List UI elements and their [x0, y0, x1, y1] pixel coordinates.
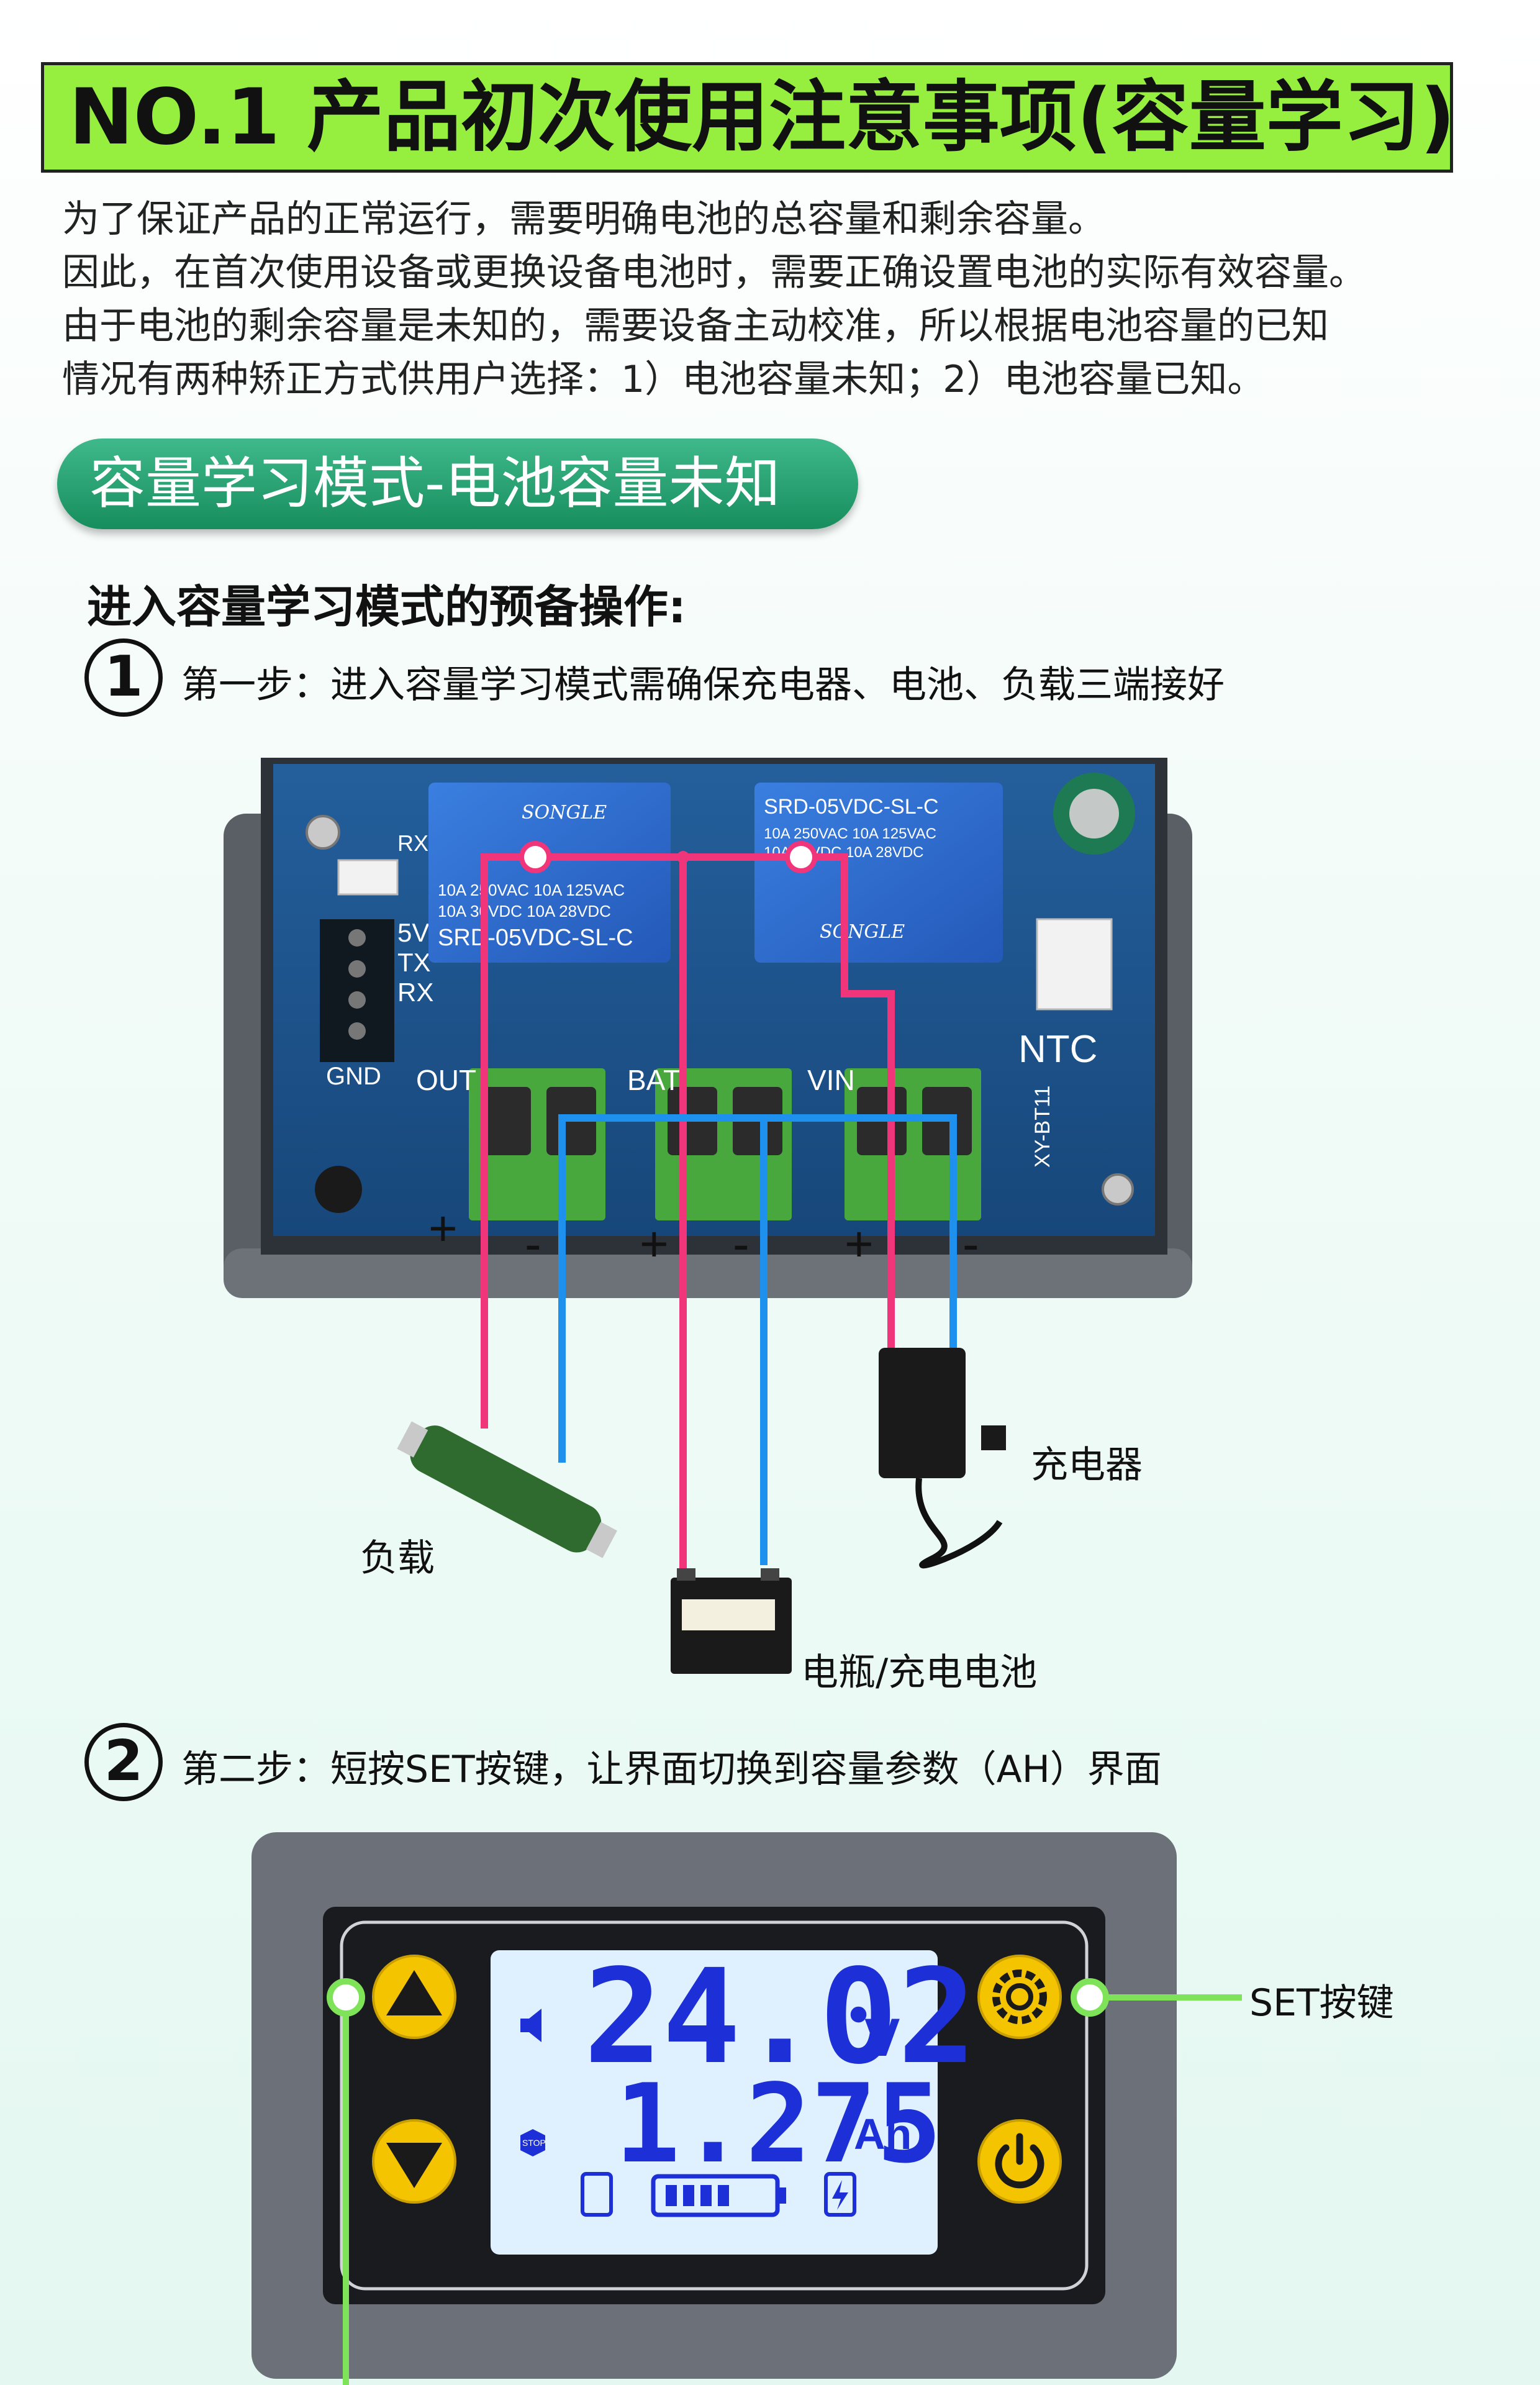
- step-2-number-badge: 2: [84, 1723, 163, 1801]
- relay-1-brand: SONGLE: [522, 802, 607, 824]
- negative-wires: [558, 1114, 957, 1565]
- relay-1: [428, 783, 671, 963]
- screw-icon: [1102, 1173, 1134, 1206]
- polarity-mark: -: [733, 1216, 750, 1271]
- ntc-connector: [1036, 918, 1113, 1011]
- stop-text: STOP: [522, 2138, 546, 2148]
- load-resistor-icon: [397, 1421, 617, 1558]
- power-button[interactable]: [977, 2119, 1062, 2204]
- set-key-label: SET按键: [1249, 1981, 1394, 2025]
- screw-icon: [306, 815, 340, 850]
- terminal-bat-label: BAT: [627, 1064, 681, 1096]
- gear-icon: [992, 1969, 1047, 2024]
- lcd-voltage-value: 24.02: [584, 1941, 976, 2093]
- section-header-banner: NO.1 产品初次使用注意事项(容量学习): [41, 62, 1456, 173]
- pin-label-tx: TX: [397, 948, 431, 977]
- polarity-mark: +: [428, 1201, 458, 1256]
- terminal-vin: [845, 1068, 981, 1220]
- lcd-voltage-unit: V: [864, 2008, 900, 2068]
- speaker-icon: [520, 2009, 541, 2042]
- relay-1-rating-a: 10A 250VAC 10A 125VAC: [438, 881, 625, 899]
- intro-line: 因此，在首次使用设备或更换设备电池时，需要正确设置电池的实际有效容量。: [62, 251, 1366, 294]
- pin-label-gnd: GND: [326, 1063, 381, 1090]
- lcd-capacity-value: 1.275: [615, 2061, 942, 2187]
- device-front-panel: 24.02 V 1.275 Ah STOP: [251, 1832, 1242, 2385]
- buzzer-icon: [315, 1166, 362, 1213]
- polarity-mark: -: [962, 1216, 979, 1271]
- relay-2-rating-a: 10A 250VAC 10A 125VAC: [764, 825, 936, 842]
- relay-1-rating-b: 10A 30VDC 10A 28VDC: [438, 902, 611, 920]
- polarity-mark: +: [640, 1216, 669, 1271]
- callout-dot-left: [327, 1978, 365, 2017]
- charger-icon: [879, 1348, 1006, 1569]
- relay-2: [754, 783, 1003, 963]
- load-label: 负载: [360, 1537, 435, 1580]
- stop-icon: [520, 2129, 545, 2156]
- pin-label-5v: 5V: [397, 918, 429, 947]
- terminal-out: [469, 1068, 605, 1220]
- charge-status-icon: [824, 2172, 856, 2217]
- mode-section-title: 容量学习模式-电池容量未知: [89, 451, 781, 516]
- terminal-out-label: OUT: [416, 1064, 476, 1096]
- relay-1-model: SRD-05VDC-SL-C: [438, 925, 633, 951]
- wiring-diagram: 5V TX RX GND RX SONGLE 10A 250VAC 10A 12…: [224, 758, 1192, 1674]
- step-2-text: 第二步：短按SET按键，让界面切换到容量参数（AH）界面: [181, 1748, 1162, 1791]
- lcd-capacity-unit: Ah: [854, 2110, 912, 2158]
- terminal-vin-label: VIN: [807, 1064, 855, 1096]
- ntc-label: NTC: [1018, 1028, 1097, 1071]
- down-button[interactable]: [372, 2119, 456, 2204]
- set-button[interactable]: [977, 1955, 1062, 2039]
- polarity-mark: +: [845, 1216, 874, 1271]
- relay-2-brand: SONGLE: [820, 921, 905, 943]
- step-1-text: 第一步：进入容量学习模式需确保充电器、电池、负载三端接好: [181, 663, 1225, 707]
- relay-2-model: SRD-05VDC-SL-C: [764, 795, 939, 819]
- model-label: XY-BT11: [1031, 1086, 1054, 1168]
- intro-line: 情况有两种矫正方式供用户选择：1）电池容量未知；2）电池容量已知。: [62, 358, 1265, 401]
- charger-label: 充电器: [1031, 1443, 1143, 1487]
- plug-status-icon: [581, 2172, 613, 2217]
- prep-title: 进入容量学习模式的预备操作:: [87, 581, 686, 633]
- up-button[interactable]: [372, 1955, 456, 2039]
- callout-dot-set: [1071, 1978, 1109, 2017]
- battery-icon: [671, 1568, 792, 1674]
- intro-line: 由于电池的剩余容量是未知的，需要设备主动校准，所以根据电池容量的已知: [62, 304, 1329, 348]
- power-icon: [995, 2144, 1044, 2189]
- polarity-mark: -: [525, 1216, 541, 1271]
- battery-label: 电瓶/充电电池: [801, 1651, 1038, 1694]
- pin-label-rx: RX: [397, 978, 433, 1007]
- intro-paragraph: 为了保证产品的正常运行，需要明确电池的总容量和剩余容量。 因此，在首次使用设备或…: [62, 193, 1490, 406]
- section-header-title: NO.1 产品初次使用注意事项(容量学习): [69, 73, 1456, 162]
- pin-label-rx2: RX: [397, 830, 428, 856]
- mode-section-pill: 容量学习模式-电池容量未知: [57, 438, 858, 529]
- step-1-number-badge: 1: [84, 638, 163, 717]
- intro-line: 为了保证产品的正常运行，需要明确电池的总容量和剩余容量。: [62, 198, 1105, 241]
